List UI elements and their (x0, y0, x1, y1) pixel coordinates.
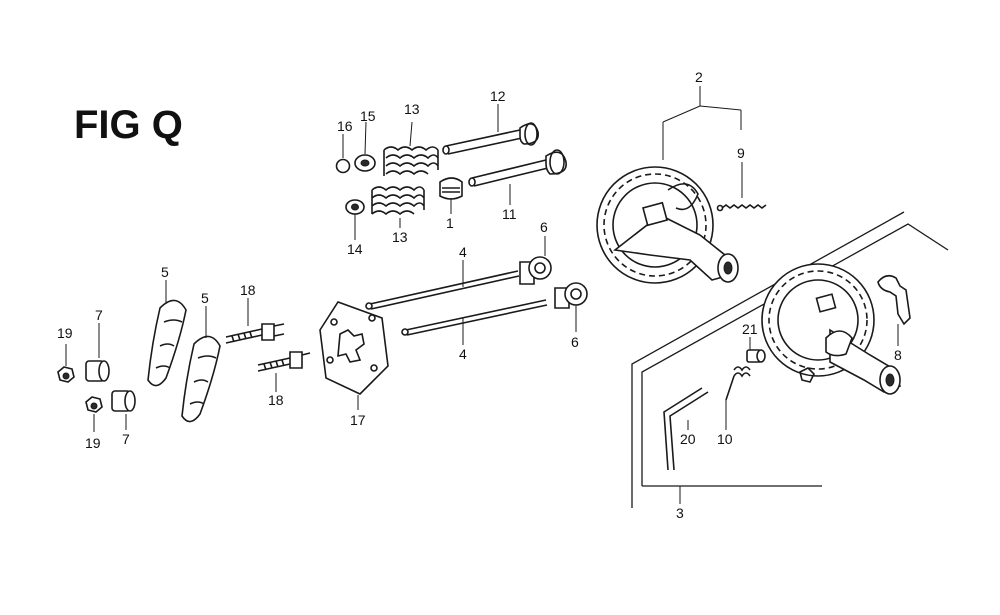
tappet-6-upper (519, 236, 552, 285)
decompressor-spring-9 (716, 162, 767, 212)
lock-nut-19-lower (85, 396, 103, 432)
callout-12: 12 (490, 88, 506, 104)
callout-18-lower: 18 (268, 392, 284, 408)
valve-keeper-16 (335, 134, 351, 174)
pushrod-4-upper (365, 260, 520, 310)
callout-15: 15 (360, 108, 376, 124)
callout-4-lower: 4 (459, 346, 467, 362)
decompressor-weight-8 (877, 274, 911, 346)
callout-4-upper: 4 (459, 244, 467, 260)
callout-16: 16 (337, 118, 353, 134)
callout-1: 1 (446, 215, 454, 231)
callout-20: 20 (680, 431, 696, 447)
rocker-arm-5-left (147, 280, 187, 387)
callout-11: 11 (502, 206, 517, 222)
callout-2: 2 (695, 69, 703, 85)
tappet-6-lower (554, 282, 588, 332)
callout-5-right: 5 (201, 290, 209, 306)
decompressor-pin-21 (746, 337, 766, 363)
callout-labels: 16 15 13 13 14 1 12 11 2 9 6 6 4 4 5 5 1… (57, 69, 902, 521)
callout-7-upper: 7 (95, 307, 103, 323)
rocker-pivot-7-upper (85, 323, 110, 382)
lock-nut-19-upper (57, 344, 75, 383)
valve-retainer-15 (354, 121, 376, 172)
camshaft-gear-2 (596, 86, 742, 284)
decompressor-spring-10 (725, 366, 751, 430)
pushrod-4-lower (401, 299, 548, 345)
callout-6-lower: 6 (571, 334, 579, 350)
valve-retainer-14 (345, 199, 365, 240)
rocker-pivot-bolt-18-lower (257, 351, 311, 392)
figure-title: FIG Q (74, 103, 183, 147)
rocker-pivot-bolt-18-upper (225, 298, 285, 344)
callout-14: 14 (347, 241, 363, 257)
exhaust-valve-12 (442, 104, 540, 155)
callout-18-upper: 18 (240, 282, 256, 298)
callout-17: 17 (350, 412, 366, 428)
callout-13-upper: 13 (404, 101, 420, 117)
camshaft-assembly-3 (761, 263, 902, 395)
rocker-arm-5-right (181, 306, 221, 423)
decompressor-pin-20 (663, 387, 709, 471)
valve-spring-13-upper (383, 121, 439, 176)
callout-5-left: 5 (161, 264, 169, 280)
callout-19-upper: 19 (57, 325, 73, 341)
callout-8: 8 (894, 347, 902, 363)
callout-13-lower: 13 (392, 229, 408, 245)
rocker-pivot-7-lower (111, 390, 136, 430)
callout-7-lower: 7 (122, 431, 130, 447)
callout-3: 3 (676, 505, 684, 521)
pushrod-guide-plate-17 (319, 301, 389, 410)
callout-19-lower: 19 (85, 435, 101, 451)
callout-6-upper: 6 (540, 219, 548, 235)
intake-valve-11 (468, 149, 567, 205)
callout-9: 9 (737, 145, 745, 161)
valve-spring-13-lower (371, 186, 425, 228)
valve-seal-1 (439, 177, 463, 214)
callout-10: 10 (717, 431, 733, 447)
callout-21: 21 (742, 321, 758, 337)
